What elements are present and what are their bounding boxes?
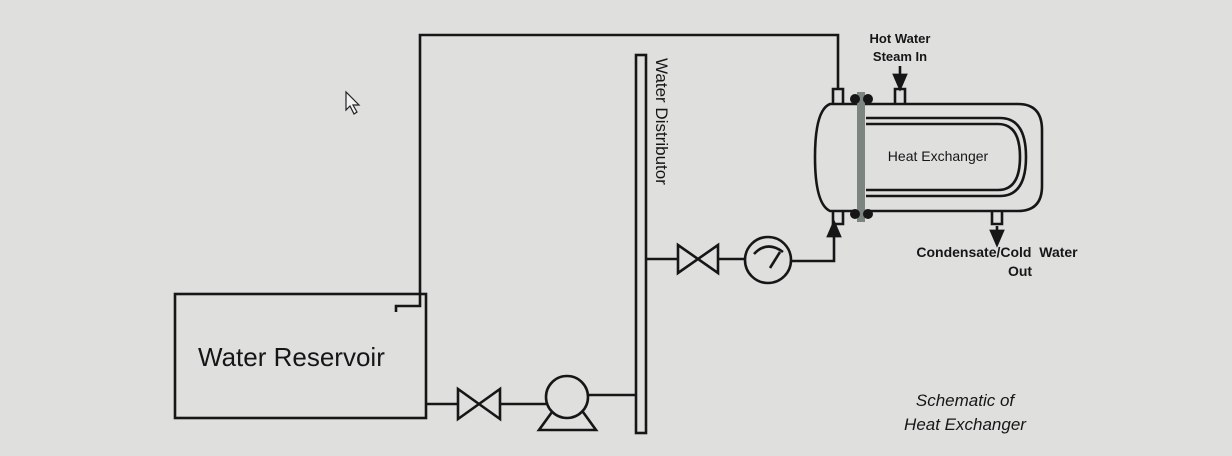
inlet-label-line2: Steam In — [873, 49, 927, 64]
inlet-label-line1: Hot Water — [870, 31, 931, 46]
water-reservoir: Water Reservoir — [173, 292, 428, 420]
caption-line1: Schematic of — [916, 391, 1017, 410]
tube-inlet-nozzle — [831, 87, 845, 104]
tube-sheet — [857, 92, 865, 222]
heat-exchanger: Heat Exchanger — [813, 87, 1044, 226]
outlet-label-line1: Condensate/Cold Water — [916, 244, 1078, 260]
condensate-outlet-nozzle — [990, 211, 1004, 226]
reservoir-label: Water Reservoir — [198, 342, 385, 372]
mouse-cursor-icon — [345, 90, 361, 115]
heat-exchanger-label: Heat Exchanger — [888, 148, 989, 164]
return-pipe — [394, 33, 840, 312]
water-distributor: Water Distributor — [634, 53, 671, 435]
valve-icon — [676, 242, 720, 276]
supply-pipe — [426, 393, 636, 406]
pressure-gauge-icon — [743, 235, 793, 285]
distributor-label: Water Distributor — [652, 58, 671, 185]
caption-line2: Heat Exchanger — [904, 415, 1027, 434]
valve-icon — [456, 386, 502, 422]
pump-icon — [536, 374, 599, 432]
outlet-label-line2: Out — [1008, 263, 1032, 279]
